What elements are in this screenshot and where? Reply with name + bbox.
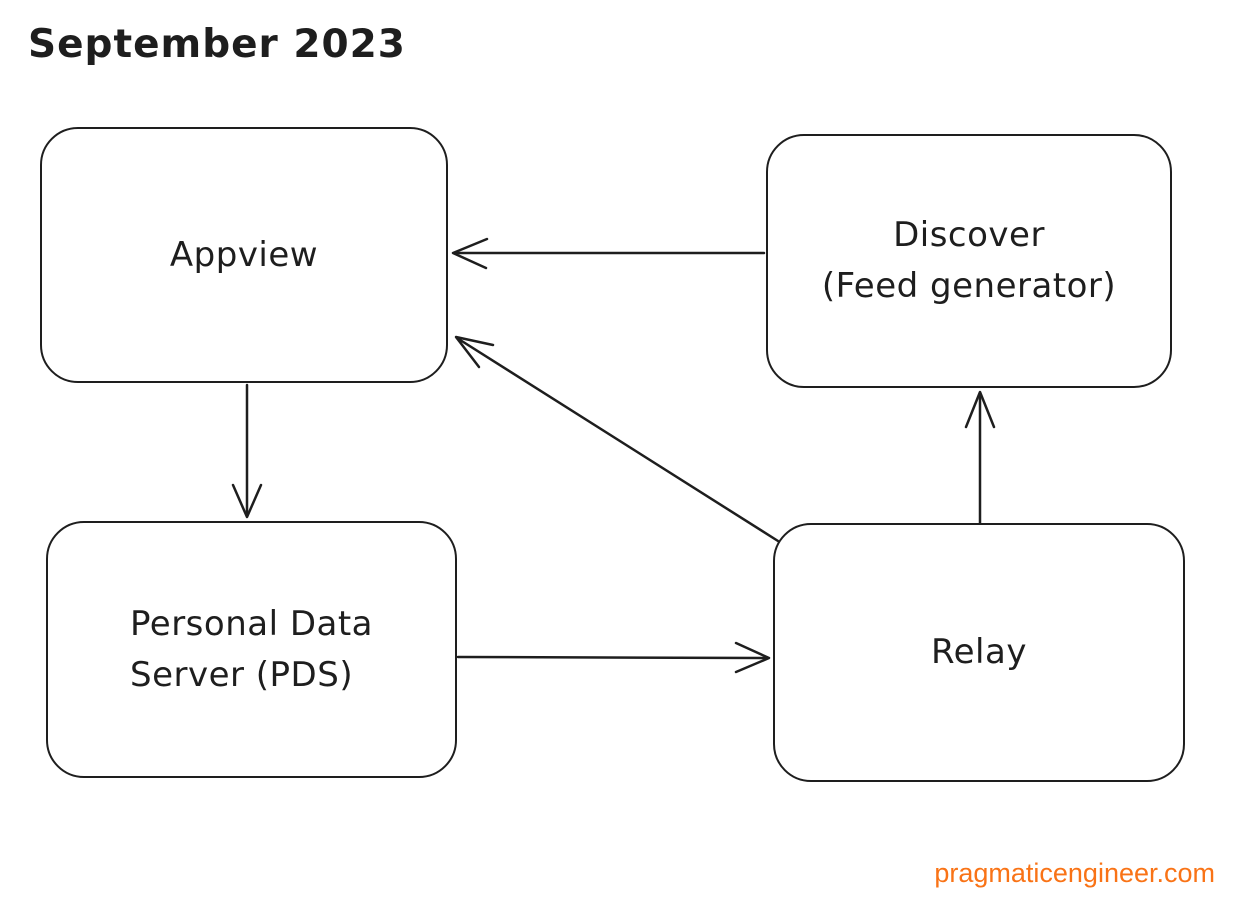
arrow-pds-to-relay — [456, 641, 771, 674]
node-appview-label-line: Appview — [169, 234, 319, 275]
node-discover: Discover (Feed generator) — [766, 134, 1172, 388]
node-discover-label: Discover (Feed generator) — [822, 210, 1116, 312]
node-pds-label-line: Personal Data — [129, 603, 374, 644]
node-appview-label: Appview — [170, 230, 318, 281]
watermark-text: pragmaticengineer.com — [934, 858, 1215, 888]
node-pds-label: Personal Data Server (PDS) — [130, 599, 373, 701]
arrow-appview-to-pds — [231, 383, 263, 519]
node-discover-label-line: Discover — [893, 215, 1045, 255]
node-discover-label-line: (Feed generator) — [821, 266, 1117, 306]
diagram-title: September 2023 — [28, 22, 406, 67]
node-relay-label-line: Relay — [931, 632, 1027, 672]
node-pds-label-line: Server (PDS) — [129, 654, 354, 695]
arrow-relay-to-appview — [454, 335, 780, 543]
node-relay: Relay — [773, 523, 1185, 782]
node-relay-label: Relay — [931, 627, 1027, 678]
arrow-discover-to-appview — [451, 237, 766, 270]
node-pds: Personal Data Server (PDS) — [46, 521, 457, 778]
node-appview: Appview — [40, 127, 448, 383]
arrow-relay-to-discover — [964, 390, 996, 526]
